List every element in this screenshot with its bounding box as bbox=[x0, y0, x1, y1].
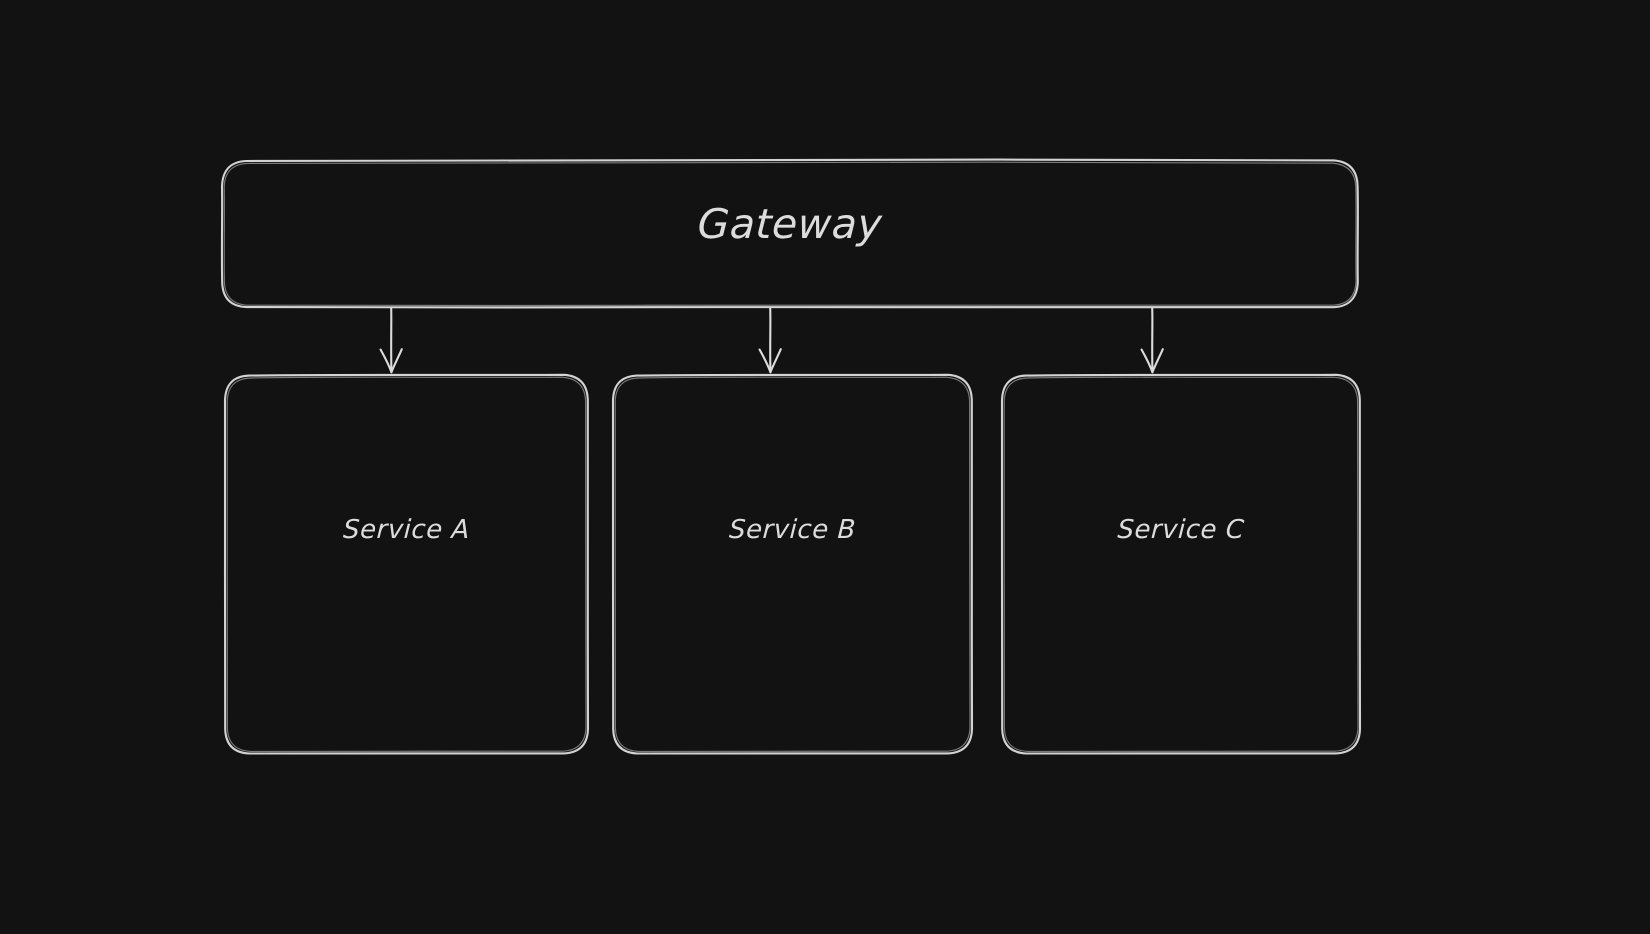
service-c-node[interactable] bbox=[1002, 375, 1360, 753]
service-c-node-outline[interactable] bbox=[1000, 373, 1362, 755]
service-b-node-outline[interactable] bbox=[611, 373, 974, 755]
gateway-node-outline[interactable] bbox=[220, 158, 1359, 309]
service-a-node-outline[interactable] bbox=[223, 373, 590, 755]
edge-gateway-service-c-arrow[interactable] bbox=[1140, 307, 1164, 374]
service-a-node[interactable] bbox=[225, 375, 588, 753]
service-b-node[interactable] bbox=[613, 375, 972, 753]
edge-gateway-service-b-arrow[interactable] bbox=[758, 307, 782, 374]
edge-gateway-service-a-arrow[interactable] bbox=[379, 307, 403, 374]
gateway-node[interactable] bbox=[222, 160, 1358, 308]
